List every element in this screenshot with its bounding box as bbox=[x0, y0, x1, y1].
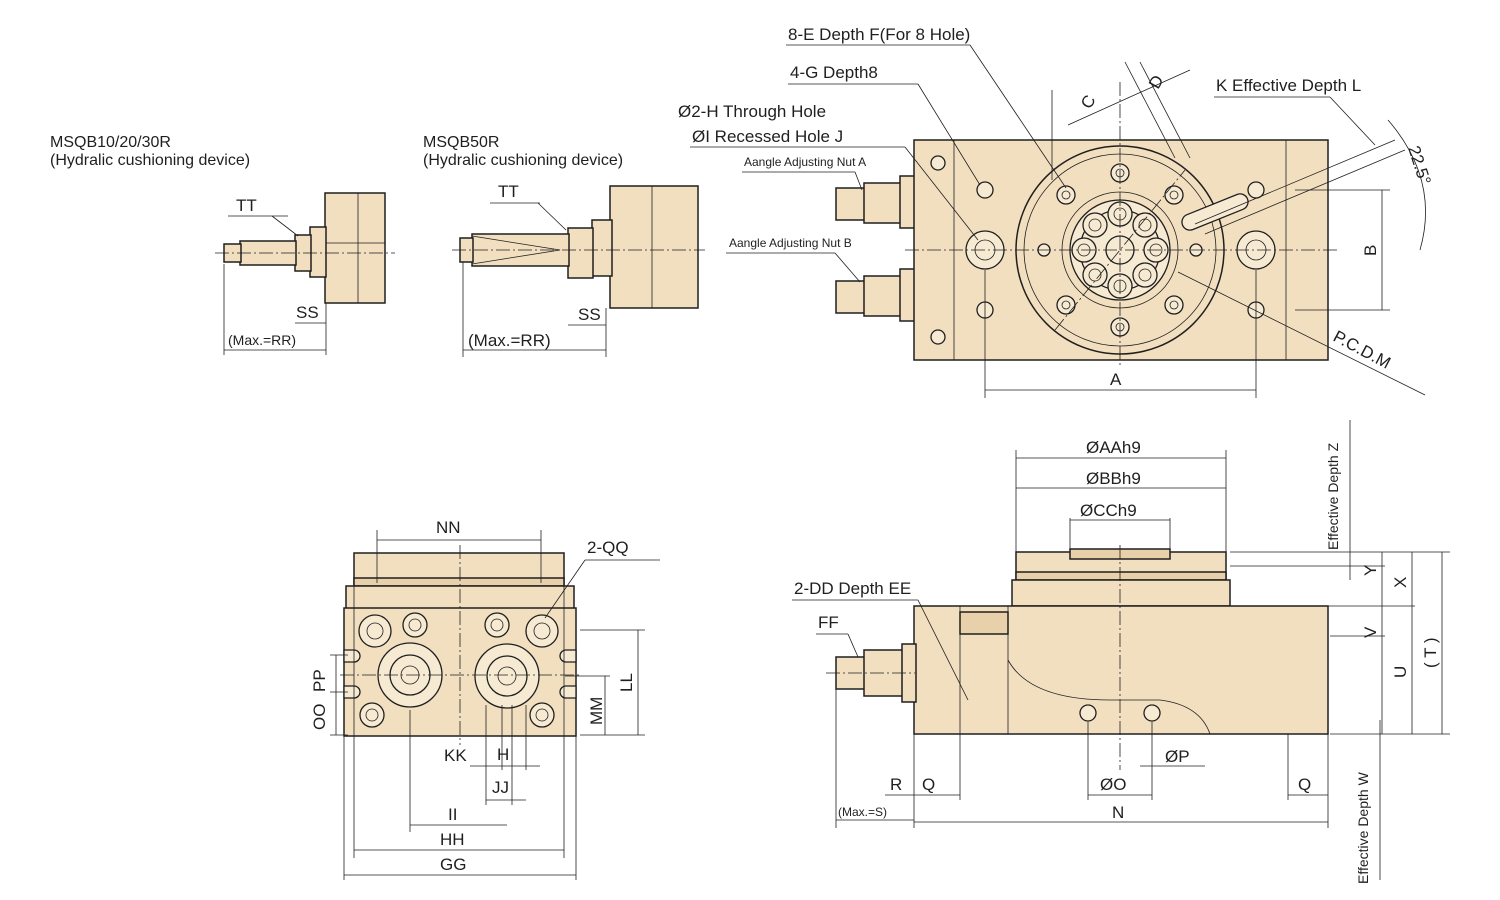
dim-r: R bbox=[890, 775, 902, 794]
dim-a: A bbox=[1110, 370, 1122, 389]
dim-v: V bbox=[1361, 626, 1380, 638]
title-small-model: MSQB10/20/30R bbox=[50, 134, 171, 151]
dim-jj: JJ bbox=[492, 778, 509, 797]
dim-mm: MM bbox=[587, 697, 606, 725]
side-view bbox=[826, 545, 1329, 770]
callout-w-depth: Effective Depth W bbox=[1355, 771, 1371, 884]
title-large-model: MSQB50R bbox=[423, 134, 499, 151]
dim-tt-small: TT bbox=[236, 196, 257, 215]
dim-rr-small: (Max.=RR) bbox=[228, 332, 296, 348]
dim-hh: HH bbox=[440, 830, 465, 849]
callout-h-through: Ø2-H Through Hole bbox=[678, 102, 826, 121]
dim-u: U bbox=[1391, 666, 1410, 678]
callout-pcd: P.C.D.M bbox=[1330, 327, 1394, 373]
dim-pp: PP bbox=[310, 669, 329, 692]
dim-bb: ØBBh9 bbox=[1086, 469, 1141, 488]
dim-s: (Max.=S) bbox=[838, 805, 887, 819]
dim-c: C bbox=[1077, 92, 1100, 112]
dim-b: B bbox=[1361, 245, 1380, 256]
dim-p: ØP bbox=[1165, 747, 1190, 766]
callout-z-depth: Effective Depth Z bbox=[1325, 442, 1341, 550]
dim-kk: KK bbox=[444, 746, 467, 765]
dim-aa: ØAAh9 bbox=[1086, 438, 1141, 457]
front-view bbox=[340, 545, 580, 745]
dim-q-left: Q bbox=[922, 775, 935, 794]
dim-h: H bbox=[497, 745, 509, 764]
dim-rr-large: (Max.=RR) bbox=[468, 331, 551, 350]
title-large-desc: (Hydralic cushioning device) bbox=[423, 152, 623, 169]
dim-gg: GG bbox=[440, 855, 466, 874]
callout-dd-depth: 2-DD Depth EE bbox=[794, 579, 911, 598]
dim-ii: II bbox=[448, 805, 457, 824]
dim-ss-large: SS bbox=[578, 305, 601, 324]
dim-t: ( T ) bbox=[1421, 637, 1440, 668]
callout-k-depth: K Effective Depth L bbox=[1216, 76, 1361, 95]
callout-nut-a: Aangle Adjusting Nut A bbox=[744, 155, 866, 169]
top-view bbox=[835, 82, 1340, 368]
dim-n: N bbox=[1112, 803, 1124, 822]
dim-y: Y bbox=[1361, 565, 1380, 576]
dim-ff: FF bbox=[818, 613, 839, 632]
dim-tt-large: TT bbox=[498, 182, 519, 201]
dim-x: X bbox=[1391, 577, 1410, 588]
callout-e-depth: 8-E Depth F(For 8 Hole) bbox=[788, 25, 970, 44]
title-small-desc: (Hydralic cushioning device) bbox=[50, 152, 250, 169]
callout-nut-b: Aangle Adjusting Nut B bbox=[729, 236, 852, 250]
dim-oo: OO bbox=[310, 704, 329, 730]
dim-nn: NN bbox=[436, 518, 461, 537]
large-cushion-device bbox=[452, 185, 705, 309]
callout-g-depth: 4-G Depth8 bbox=[790, 63, 878, 82]
callout-qq: 2-QQ bbox=[587, 538, 629, 557]
dim-ll: LL bbox=[617, 673, 636, 692]
dim-o: ØO bbox=[1100, 775, 1126, 794]
callout-i-recess: ØI Recessed Hole J bbox=[692, 127, 843, 146]
dim-cc: ØCCh9 bbox=[1080, 501, 1137, 520]
dim-q-right: Q bbox=[1298, 775, 1311, 794]
dim-ss-small: SS bbox=[296, 303, 319, 322]
small-cushion-device bbox=[215, 192, 395, 304]
